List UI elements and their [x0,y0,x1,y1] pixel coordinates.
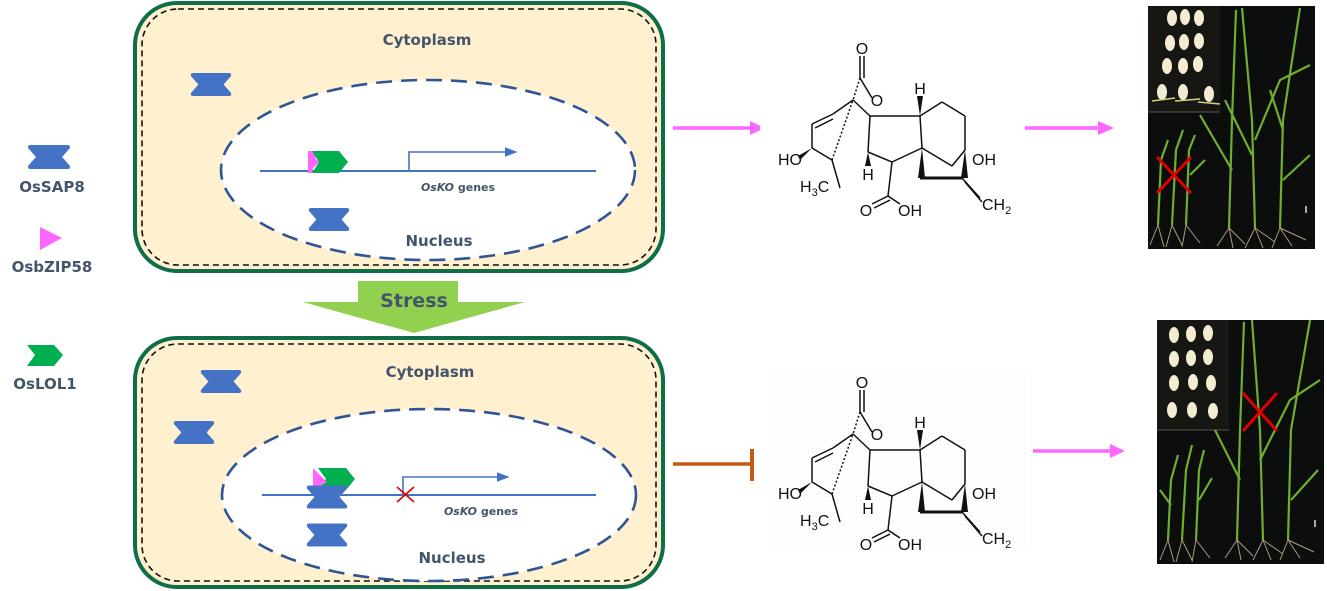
legend-item-ossap8: OsSAP8 [19,145,85,196]
legend-item-osbzip58: OsbZIP58 [12,227,93,276]
atom-h: H [914,415,926,432]
legend-item-oslol1: OsLOL1 [13,345,77,393]
activation-arrow-top-right [1022,121,1114,135]
top-cell: Cytoplasm OsKO genes Nucleus [133,1,665,273]
gene-label: OsKO genes [444,505,519,518]
legend-label-osbzip58: OsbZIP58 [12,258,93,276]
atom-oh: OH [972,152,996,169]
growth-inhibited-cross-icon [1155,155,1193,195]
inhibition-arrow [673,449,754,481]
rice-plant-photo-top [1148,6,1315,249]
atom-o: O [871,93,883,110]
rice-roots [1149,224,1307,249]
bottom-cell: Cytoplasm OsKO genes Nucleus [133,336,665,589]
atom-oh: OH [898,537,922,554]
ossap8-protein-icon [28,145,70,169]
atom-o: O [860,203,872,220]
legend-label-ossap8: OsSAP8 [19,178,85,196]
atom-oh: OH [972,486,996,503]
legend: OsSAP8 OsbZIP58 OsLOL1 [12,145,93,393]
stress-arrow: Stress [303,281,525,333]
gibberellin-structure-icon: O O H H HO OH H3C O OH CH2 [765,372,1025,554]
cytoplasm-label: Cytoplasm [386,363,475,381]
rice-plant-photo-bottom [1157,319,1324,564]
oslol1-chevron-icon [318,468,355,490]
oslol1-chevron-icon [312,151,348,173]
atom-o: O [860,537,872,554]
stress-arrow-shape [303,281,525,333]
atom-ch2: CH2 [982,197,1011,217]
transcription-blocked-cross-icon [396,486,415,503]
cytoplasm-label: Cytoplasm [383,31,472,49]
atom-ch3: H3C [800,513,829,533]
transcription-start-arrow [402,472,510,495]
atom-oh: OH [898,203,922,220]
growth-inhibited-cross-icon [1241,391,1279,433]
gibberellin-structure-icon: O O H H HO OH H3C O OH CH2 [760,38,1025,220]
atom-ho: HO [778,486,802,503]
legend-label-oslol1: OsLOL1 [13,375,76,393]
atom-o: O [856,375,868,392]
atom-h: H [914,81,926,98]
atom-o: O [856,41,868,58]
cell-membrane [141,343,657,582]
osbzip58-triangle-icon [313,468,327,490]
nucleus-label: Nucleus [418,549,485,567]
transcription-start-arrow [408,147,518,171]
stress-label: Stress [380,290,448,312]
rice-roots [1159,539,1315,563]
atom-o: O [871,427,883,444]
rice-seedlings [1156,7,1311,229]
atom-h: H [862,167,874,184]
cell-membrane [141,8,657,266]
atom-h: H [862,501,874,518]
osbzip58-triangle-icon [308,151,319,173]
activation-arrow-top-left [673,121,765,135]
nucleus-label: Nucleus [405,232,472,250]
oslol1-chevron-icon [27,345,63,366]
osbzip58-triangle-icon [40,227,62,250]
activation-arrow-bottom-right [1033,444,1125,458]
gene-label: OsKO genes [421,181,496,194]
atom-ho: HO [778,152,802,169]
atom-ch3: H3C [800,179,829,199]
rice-seedlings [1159,319,1321,541]
atom-ch2: CH2 [982,531,1011,551]
